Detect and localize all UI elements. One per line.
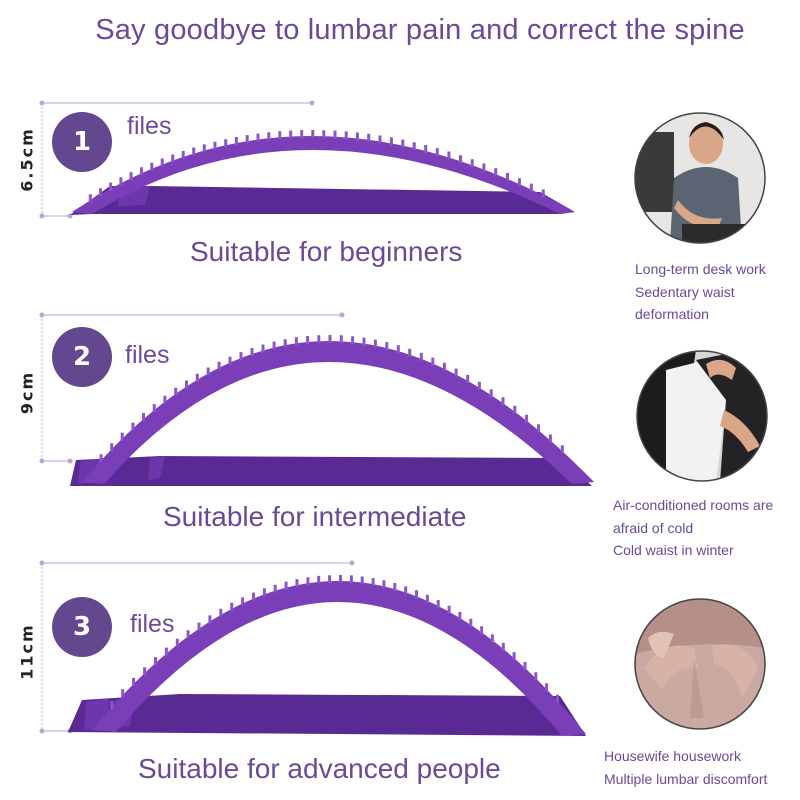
level-1-files-label: files — [127, 112, 172, 140]
woman-holding-back-at-desk-photo — [634, 112, 766, 244]
photo-2-caption: Air-conditioned rooms are afraid of cold… — [613, 494, 773, 562]
stretcher-level-2-image — [39, 312, 594, 486]
level-1-number-badge: 1 — [52, 112, 112, 172]
caption-line: Multiple lumbar discomfort — [604, 770, 768, 787]
caption-line: afraid of cold — [613, 519, 694, 536]
photo-1-caption: Long-term desk work Sedentary waist defo… — [635, 258, 766, 326]
level-3-number-badge: 3 — [52, 597, 112, 657]
level-2-suitability-label: Suitable for intermediate — [163, 501, 467, 532]
caption-line: deformation — [635, 306, 709, 322]
stretcher-level-3-image — [39, 560, 586, 736]
woman-in-blazer-holding-back-photo — [636, 350, 768, 482]
caption-line: Air-conditioned rooms are — [613, 497, 774, 513]
photo-3-caption: Housewife housework Multiple lumbar disc… — [604, 745, 767, 790]
level-2-number-badge: 2 — [52, 327, 112, 387]
page-headline: Say goodbye to lumbar pain and correct t… — [95, 14, 745, 46]
stretcher-level-1-image — [39, 100, 575, 219]
level-3-height-label: 11cm — [17, 623, 37, 680]
caption-line: Housewife housework — [604, 748, 741, 764]
level-1-suitability-label: Suitable for beginners — [190, 236, 463, 267]
level-3-files-label: files — [130, 610, 175, 638]
caption-line: Long-term desk work — [635, 261, 766, 277]
caption-line: Cold waist in winter — [613, 542, 734, 558]
caption-line: Sedentary waist — [635, 283, 735, 300]
level-3-suitability-label: Suitable for advanced people — [138, 753, 501, 784]
level-2-files-label: files — [125, 341, 170, 369]
hands-on-lower-back-photo — [634, 598, 766, 730]
